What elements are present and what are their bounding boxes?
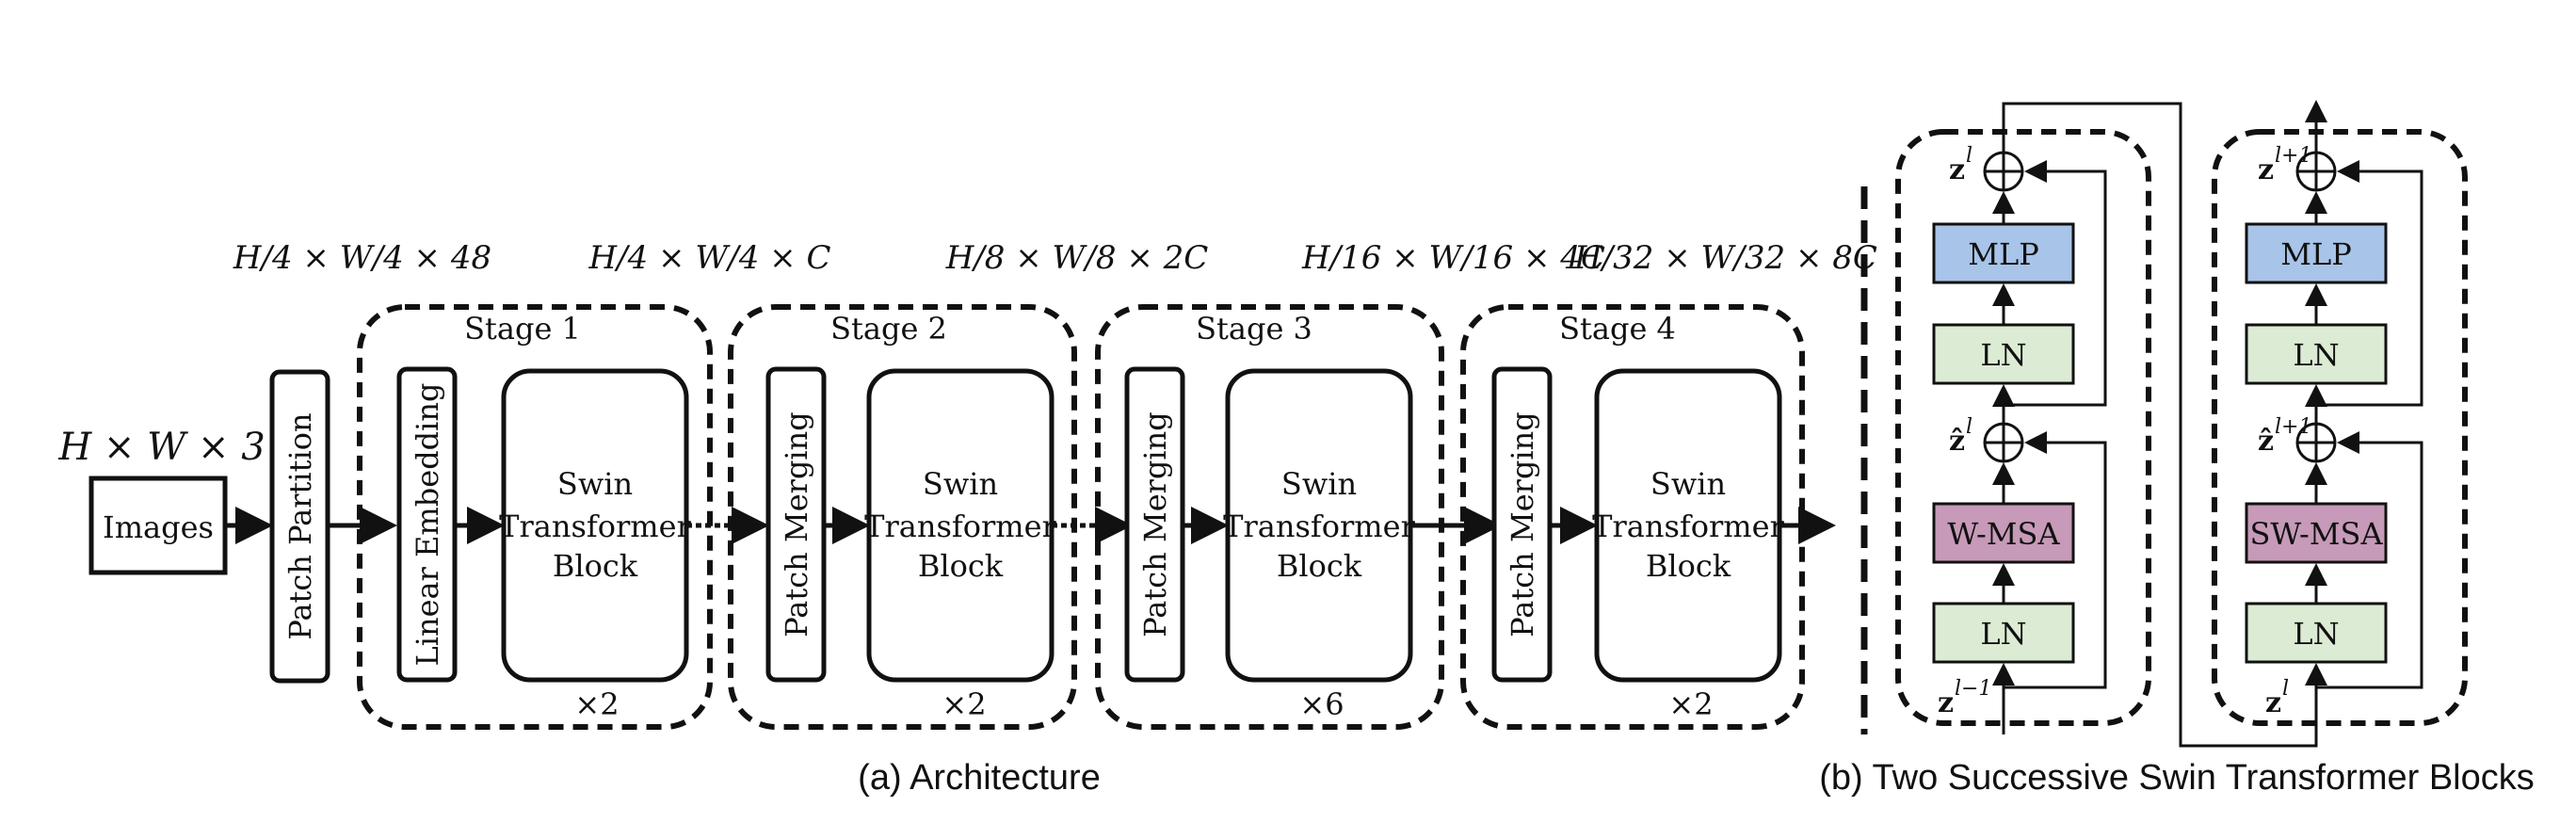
block-a-mlp [1932,222,2075,284]
block-b-mlp-label: MLP [2280,236,2352,272]
block-a-residual-top [2004,160,2107,407]
stage-3-side-label: Patch Merging [1137,412,1173,637]
stage-4-dims: H/32 × W/32 × 8C [1573,239,1877,277]
stage-4-side-label: Patch Merging [1505,412,1540,637]
block-a-z-in: z [1938,686,1954,719]
stage-4-block-line1: Swin [1650,466,1726,502]
block-b-ln-top [2245,323,2388,385]
caption-architecture: (a) Architecture [858,758,1101,798]
patch-partition-label: Patch Partition [282,412,318,639]
block-a-to-block-b-link [2002,102,2327,748]
stage-2-title: Stage 2 [830,311,947,347]
block-a-ln-bottom-label: LN [1980,616,2026,652]
block-b-ln-top-label: LN [2293,337,2339,373]
block-b-z-in-sup: l [2282,677,2289,701]
block-a-residual-bottom [2004,431,2107,689]
pre-stage-dims: H/4 × W/4 × 48 [233,239,491,277]
block-a-ln-bottom [1932,602,2075,664]
stage-3-title: Stage 3 [1196,311,1312,347]
stage-1-side-label: Linear Embedding [410,383,445,667]
stage-4-block-line2: Transformer [1592,508,1784,544]
block-b-ln-bottom-label: LN [2293,616,2339,652]
stage-3-dims: H/16 × W/16 × 4C [1301,239,1605,277]
stage-4-title: Stage 4 [1559,311,1676,347]
stage-1-title: Stage 1 [464,311,581,347]
block-a-container [1895,129,2151,726]
block-b-swmsa-label: SW-MSA [2249,516,2383,552]
block-b-z-out-sup: l+1 [2275,144,2311,168]
stage-2-block-line3: Block [918,548,1004,584]
block-a-z-out: z [1949,153,1965,186]
stage-3-block-line2: Transformer [1223,508,1415,544]
block-b-ln-bottom [2245,602,2388,664]
stage-2-container [728,304,1077,730]
block-b-mlp [2245,222,2388,284]
stage-1-repeat: ×2 [574,686,619,722]
stage-3-block-line1: Swin [1281,466,1357,502]
block-b-z-in: z [2265,686,2281,719]
stage-2-block-line1: Swin [923,466,998,502]
block-b-z-out: z [2258,153,2274,186]
block-b-container [2212,129,2468,726]
block-b-z-hat: ẑ [2258,425,2274,458]
stage-3-repeat: ×6 [1299,686,1344,722]
stage-1-block-line2: Transformer [499,508,691,544]
block-a-ln-top-label: LN [1980,337,2026,373]
block-b-residual-top [2316,160,2423,407]
stage-2-side-label: Patch Merging [779,412,814,637]
caption-two-blocks: (b) Two Successive Swin Transformer Bloc… [1819,758,2535,798]
stage-3-container [1095,304,1444,730]
stage-4-repeat: ×2 [1668,686,1713,722]
stage-3-block-line3: Block [1277,548,1362,584]
stage-2-repeat: ×2 [942,686,986,722]
stage-4-container [1460,304,1805,730]
block-b-z-hat-sup: l+1 [2275,415,2311,439]
block-b-swmsa [2245,502,2388,564]
stage-1-dims: H/4 × W/4 × C [588,239,831,277]
block-a-z-hat: ẑ [1949,425,1965,458]
input-dims-label: H × W × 3 [57,426,265,469]
stage-4-block-line3: Block [1646,548,1731,584]
images-box [89,476,228,575]
stage-2-dims: H/8 × W/8 × 2C [945,239,1209,277]
stage-2-block-line2: Transformer [864,508,1056,544]
block-a-ln-top [1932,323,2075,385]
block-a-wmsa [1932,502,2075,564]
block-b-residual-bottom [2316,431,2423,689]
images-label: Images [103,509,214,545]
block-a-wmsa-label: W-MSA [1947,516,2060,552]
block-a-z-out-sup: l [1966,144,1972,168]
stage-1-container [357,304,713,730]
stage-1-block-line1: Swin [557,466,633,502]
block-a-z-in-sup: l−1 [1955,677,1991,701]
block-a-z-hat-sup: l [1966,415,1972,439]
stage-1-block-line3: Block [553,548,638,584]
block-a-mlp-label: MLP [1968,236,2039,272]
